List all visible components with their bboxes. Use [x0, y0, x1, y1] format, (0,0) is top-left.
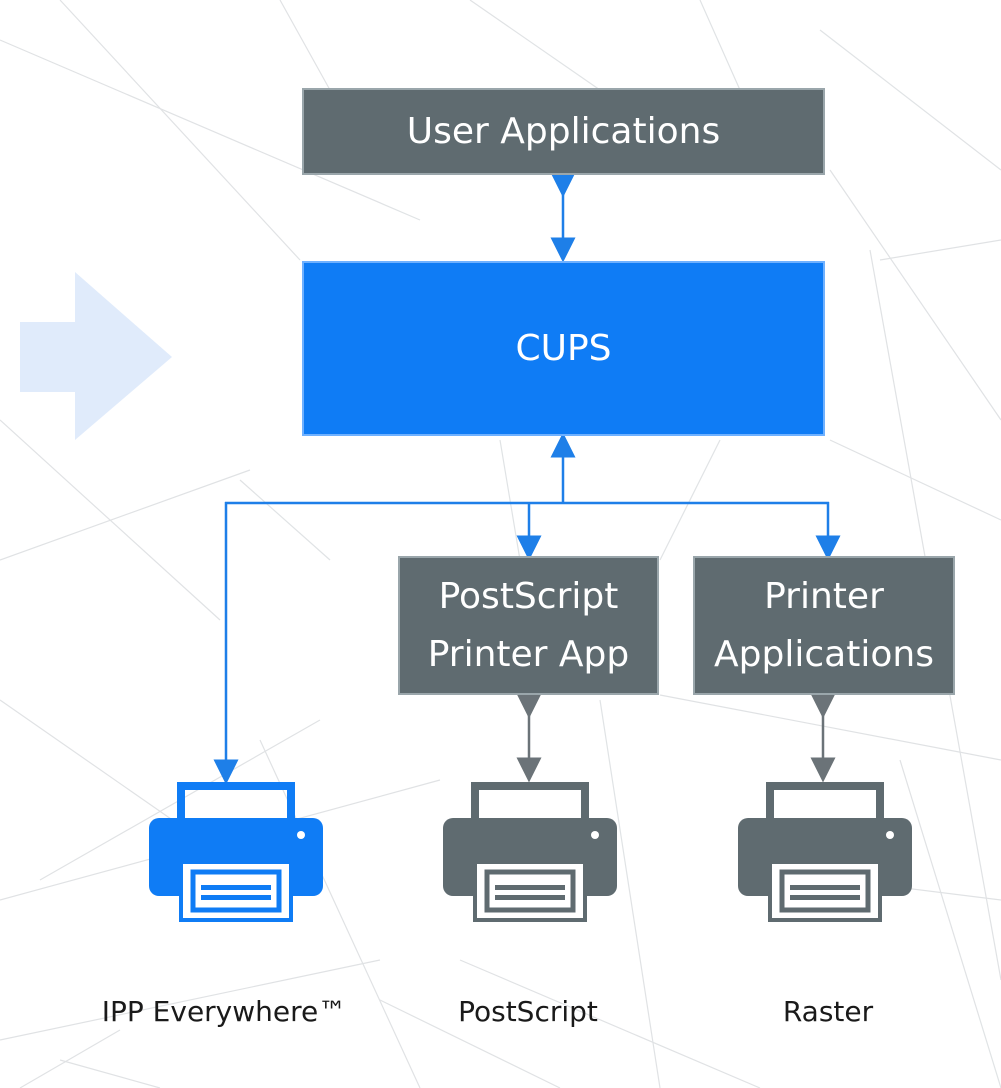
printer-icon-raster-shape: [738, 782, 912, 922]
cups-box: CUPS: [302, 261, 825, 436]
user-applications-label: User Applications: [406, 110, 721, 152]
printer-icon-postscript-shape: [443, 782, 617, 922]
caption-raster: Raster: [782, 995, 874, 1028]
printer-applications-label: Printer Applications: [714, 575, 934, 675]
printer-icon: [738, 782, 912, 922]
printer-applications-box: Printer Applications: [693, 556, 955, 695]
caption-ipp-everywhere: IPP Everywhere™: [101, 995, 347, 1028]
cups-label: CUPS: [515, 327, 612, 369]
printer-icon: [443, 782, 617, 922]
user-applications-box: User Applications: [302, 88, 825, 175]
printer-icon: [149, 782, 323, 922]
caption-postscript: PostScript: [458, 995, 598, 1028]
postscript-printer-app-box: PostScript Printer App: [398, 556, 659, 695]
background-arrow-shape: [20, 272, 172, 440]
postscript-printer-app-label: PostScript Printer App: [427, 575, 630, 675]
printer-icon-ipp-shape: [149, 782, 323, 922]
